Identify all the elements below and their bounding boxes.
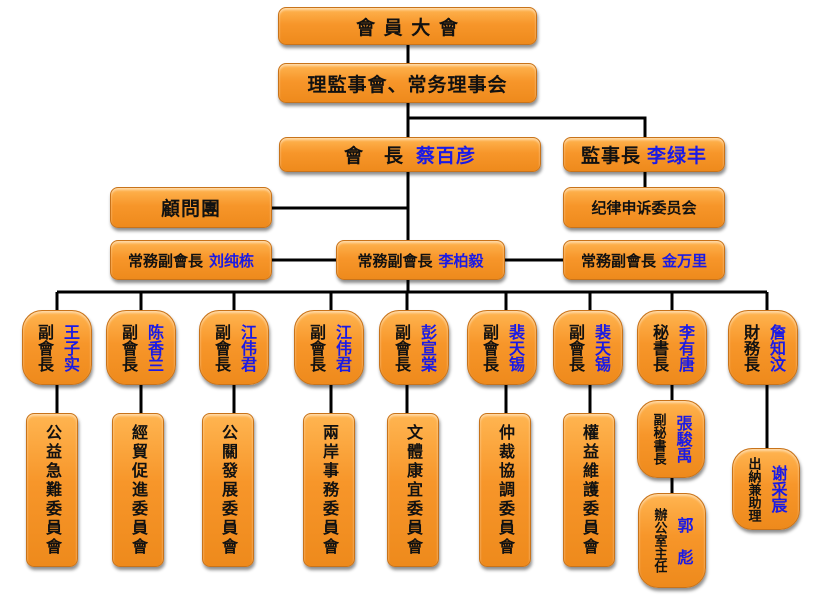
officer-box[interactable]: 副會長江伟君: [199, 310, 269, 385]
officer-title: 副會長: [566, 323, 585, 372]
committee-label: 仲裁協調委員會: [496, 423, 515, 557]
president-box[interactable]: 會 長蔡百彦: [279, 137, 541, 172]
office-director-box[interactable]: 辦公室主任郭 彪: [638, 493, 706, 588]
supervisor-name: 李绿丰: [647, 145, 708, 167]
committee-label: 文體康宜委員會: [404, 423, 423, 557]
officer-name: 王子实: [61, 323, 80, 372]
committee-label: 公益急難委員會: [43, 423, 62, 557]
board-label: 理監事會、常务理事会: [307, 73, 508, 96]
exec-vp-name: 李柏毅: [438, 251, 484, 270]
exec-vp-name: 刘纯栋: [209, 251, 255, 270]
committee-box[interactable]: 公益急難委員會: [26, 413, 78, 567]
board-box[interactable]: 理監事會、常务理事会: [278, 63, 537, 103]
officer-title: 副會長: [35, 323, 54, 372]
officer-box[interactable]: 秘書長李有唐: [637, 310, 707, 385]
exec-vp-box[interactable]: 常務副會長刘纯栋: [110, 240, 272, 280]
officer-box[interactable]: 財務長詹知汶: [728, 310, 798, 385]
committee-box[interactable]: 文體康宜委員會: [387, 413, 439, 567]
officer-name: 江伟君: [238, 323, 257, 372]
officer-title: 副會長: [480, 323, 499, 372]
officer-title: 副會長: [307, 323, 326, 372]
cashier-box[interactable]: 出納兼助理谢采宸: [732, 448, 800, 530]
officer-box[interactable]: 副會長王子实: [22, 310, 92, 385]
exec-vp-box[interactable]: 常務副會長金万里: [563, 240, 725, 280]
officer-name: 彭宣棠: [418, 323, 437, 372]
committee-label: 權益維護委員會: [580, 423, 599, 557]
general-assembly-label: 會 員 大 會: [356, 16, 459, 39]
officer-title: 秘書長: [650, 323, 669, 372]
officer-name: 裴天锡: [506, 323, 525, 372]
officer-title: 副會長: [119, 323, 138, 372]
president-name: 蔡百彦: [416, 145, 477, 167]
officer-title: 財務長: [741, 323, 760, 372]
officer-name: 陈香兰: [145, 323, 164, 372]
officer-box[interactable]: 副會長裴天锡: [553, 310, 623, 385]
officer-name: 李有唐: [676, 323, 695, 372]
office-director-name: 郭 彪: [674, 516, 694, 565]
exec-vp-title: 常務副會長: [127, 251, 203, 270]
exec-vp-title: 常務副會長: [580, 251, 656, 270]
committee-box[interactable]: 兩岸事務委員會: [303, 413, 355, 567]
officer-name: 詹知汶: [767, 323, 786, 372]
officer-box[interactable]: 副會長彭宣棠: [379, 310, 449, 385]
cashier-title: 出納兼助理: [745, 456, 761, 522]
officer-box[interactable]: 副會長江伟君: [294, 310, 364, 385]
president-title: 會 長: [343, 145, 404, 167]
officer-box[interactable]: 副會長裴天锡: [467, 310, 537, 385]
officer-title: 副會長: [392, 323, 411, 372]
committee-box[interactable]: 經貿促進委員會: [112, 413, 164, 567]
exec-vp-title: 常務副會長: [357, 251, 433, 270]
discipline-committee-box[interactable]: 纪律申诉委员会: [563, 187, 725, 228]
officer-name: 江伟君: [333, 323, 352, 372]
committee-label: 經貿促進委員會: [129, 423, 148, 557]
supervisor-title: 監事長: [580, 145, 641, 167]
supervisor-box[interactable]: 監事長李绿丰: [563, 137, 725, 172]
deputy-secretary-title: 副秘書長: [650, 413, 666, 465]
committee-label: 公關發展委員會: [219, 423, 238, 557]
committee-box[interactable]: 仲裁協調委員會: [479, 413, 531, 567]
officer-title: 副會長: [212, 323, 231, 372]
deputy-secretary-box[interactable]: 副秘書長張駿禹: [637, 400, 705, 478]
committee-box[interactable]: 公關發展委員會: [202, 413, 254, 567]
general-assembly-box[interactable]: 會 員 大 會: [278, 7, 537, 45]
officer-box[interactable]: 副會長陈香兰: [106, 310, 176, 385]
discipline-label: 纪律申诉委员会: [591, 199, 697, 217]
office-director-title: 辦公室主任: [651, 508, 667, 573]
committee-box[interactable]: 權益維護委員會: [563, 413, 615, 567]
exec-vp-box[interactable]: 常務副會長李柏毅: [336, 240, 505, 280]
committee-label: 兩岸事務委員會: [320, 423, 339, 557]
advisors-label: 顧問團: [160, 198, 221, 220]
exec-vp-name: 金万里: [662, 251, 708, 270]
advisors-box[interactable]: 顧問團: [110, 187, 272, 228]
cashier-name: 谢采宸: [768, 465, 788, 513]
deputy-secretary-name: 張駿禹: [673, 415, 693, 463]
officer-name: 裴天锡: [592, 323, 611, 372]
